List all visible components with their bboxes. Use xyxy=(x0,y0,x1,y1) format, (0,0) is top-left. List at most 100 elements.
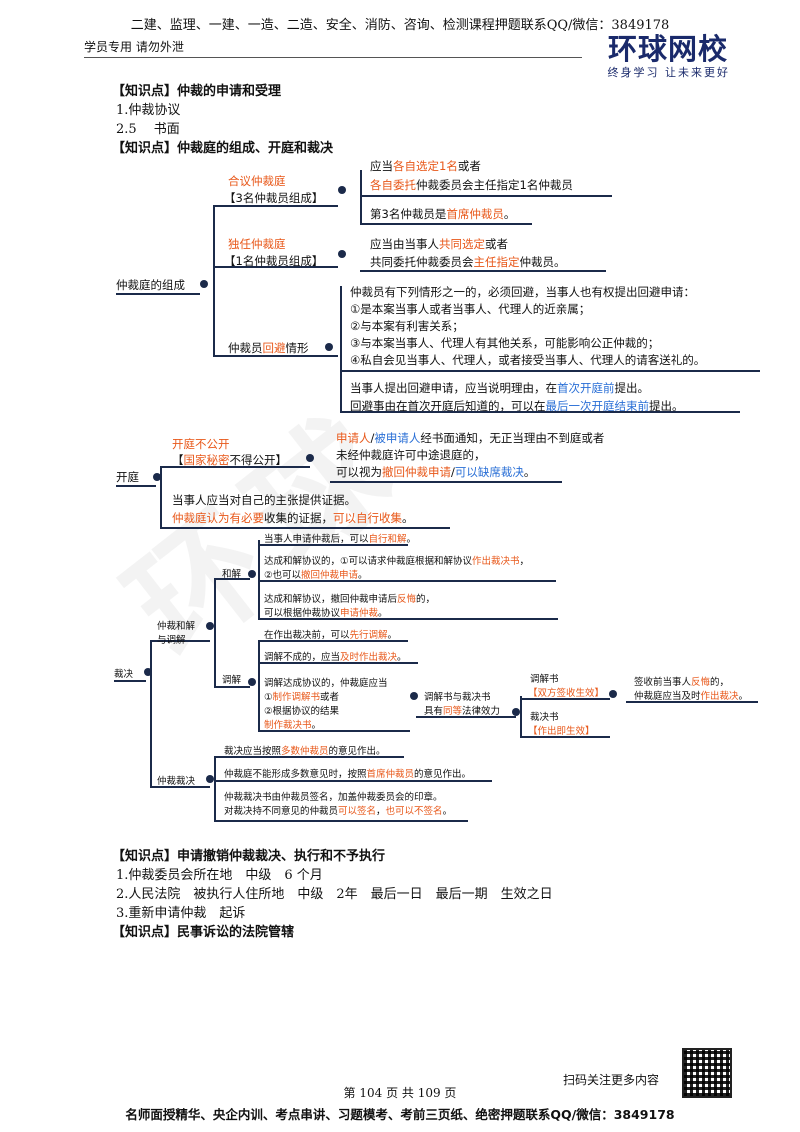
node-dot xyxy=(338,250,346,258)
leaf-text: 可以视为撤回仲裁申请/可以缺席裁决。 xyxy=(336,465,536,479)
leaf-text: 具有同等法律效力 xyxy=(424,706,501,717)
header-note: 学员专用 请勿外泄 xyxy=(84,40,184,54)
connector xyxy=(416,716,516,718)
connector xyxy=(258,544,408,546)
connector xyxy=(214,756,216,822)
connector xyxy=(116,293,200,295)
connector xyxy=(360,270,606,272)
node-dot xyxy=(248,678,256,686)
brand-logo: 环球网校 xyxy=(607,32,728,66)
branch-sublabel: 【3名仲裁员组成】 xyxy=(224,191,324,205)
qr-caption: 扫码关注更多内容 xyxy=(563,1073,660,1087)
connector xyxy=(258,730,410,732)
node-dot xyxy=(206,622,214,630)
section-line: 2.5 书面 xyxy=(116,122,180,137)
connector xyxy=(360,223,532,225)
section-title: 【知识点】申请撤销仲裁裁决、执行和不予执行 xyxy=(112,849,386,864)
branch-label: 仲裁和解 xyxy=(157,621,196,632)
connector xyxy=(214,578,250,580)
node-dot xyxy=(206,775,214,783)
connector xyxy=(150,640,152,788)
leaf-text: ①制作调解书或者 xyxy=(264,692,340,703)
connector xyxy=(214,578,216,688)
brand-slogan: 终身学习 让未来更好 xyxy=(607,66,730,79)
leaf-text: 仲裁庭不能形成多数意见时，按照首席仲裁员的意见作出。 xyxy=(224,769,472,780)
connector xyxy=(258,618,558,620)
leaf-text: 当事人申请仲裁后，可以自行和解。 xyxy=(264,534,417,545)
connector xyxy=(330,481,562,483)
section-title: 【知识点】民事诉讼的法院管辖 xyxy=(112,925,295,940)
leaf-text: 第3名仲裁员是首席仲裁员。 xyxy=(370,207,516,221)
node-dot xyxy=(144,668,152,676)
leaf-text: 共同委托仲裁委员会主任指定仲裁员。 xyxy=(370,255,566,269)
connector xyxy=(214,820,468,822)
connector xyxy=(213,266,338,268)
leaf-text: 达成和解协议，撤回仲裁申请后反悔的， xyxy=(264,594,436,605)
leaf-text: 对裁决持不同意见的仲裁员可以签名，也可以不签名。 xyxy=(224,806,453,817)
leaf-text: 应当由当事人共同选定或者 xyxy=(370,237,508,251)
connector xyxy=(520,736,610,738)
leaf-text: 可以根据仲裁协议申请仲裁。 xyxy=(264,608,388,619)
section-title: 【知识点】仲裁的申请和受理 xyxy=(112,84,282,99)
header-divider xyxy=(84,57,582,58)
leaf-text: 裁决应当按照多数仲裁员的意见作出。 xyxy=(224,746,386,757)
connector xyxy=(340,286,342,411)
leaf-text: ①是本案当事人或者当事人、代理人的近亲属； xyxy=(350,302,591,316)
leaf-text: 调解达成协议的，仲裁庭应当 xyxy=(264,678,388,689)
leaf-text: 当事人提出回避申请，应当说明理由，在首次开庭前提出。 xyxy=(350,381,649,395)
section-line: 1.仲裁协议 xyxy=(116,103,181,118)
branch-label: 仲裁员回避情形 xyxy=(228,341,309,355)
leaf-text: 裁决书 xyxy=(530,712,559,723)
diagram-root: 裁决 xyxy=(114,669,134,680)
leaf-text: 调解书与裁决书 xyxy=(424,692,491,703)
branch-label: 调解 xyxy=(222,675,242,686)
connector xyxy=(258,540,260,618)
leaf-text: 各自委托仲裁委员会主任指定1名仲裁员 xyxy=(370,178,573,192)
leaf-text: 【作出即生效】 xyxy=(528,726,595,737)
leaf-text: 调解不成的，应当及时作出裁决。 xyxy=(264,652,407,663)
leaf-text: 仲裁庭应当及时作出裁决。 xyxy=(634,691,749,702)
connector xyxy=(360,195,612,197)
connector xyxy=(213,355,338,357)
section-line: 3.重新申请仲裁 起诉 xyxy=(116,906,246,921)
node-dot xyxy=(410,692,418,700)
connector xyxy=(520,696,522,736)
leaf-text: 仲裁裁决书由仲裁员签名，加盖仲裁委员会的印章。 xyxy=(224,792,443,803)
connector xyxy=(150,786,210,788)
node-dot xyxy=(338,186,346,194)
connector xyxy=(340,411,740,413)
branch-label: 合议仲裁庭 xyxy=(228,174,286,188)
leaf-text: ③与本案当事人、代理人有其他关系，可能影响公正仲裁的； xyxy=(350,336,660,350)
leaf-text: 仲裁员有下列情形之一的，必须回避，当事人也有权提出回避申请： xyxy=(350,285,695,299)
leaf-text: ②根据协议的结果 xyxy=(264,706,340,717)
connector xyxy=(160,466,310,468)
leaf-text: ④私自会见当事人、代理人，或者接受当事人、代理人的请客送礼的。 xyxy=(350,353,706,367)
diagram-root: 仲裁庭的组成 xyxy=(116,278,185,292)
leaf-text: 未经仲裁庭许可中途退庭的， xyxy=(336,448,486,462)
branch-label: 独任仲裁庭 xyxy=(228,237,286,251)
leaf-text: 达成和解协议的，①可以请求仲裁庭根据和解协议作出裁决书， xyxy=(264,556,530,567)
leaf-text: 应当各自选定1名或者 xyxy=(370,159,481,173)
leaf-text: 【双方签收生效】 xyxy=(528,688,605,699)
leaf-text: 调解书 xyxy=(530,674,559,685)
branch-label: 仲裁裁决 xyxy=(157,776,196,787)
footer-contact: 名师面授精华、央企内训、考点串讲、习题模考、考前三页纸、绝密押题联系QQ/微信：… xyxy=(125,1107,675,1122)
diagram-root: 开庭 xyxy=(116,470,139,484)
connector xyxy=(258,640,408,642)
branch-sublabel: 【国家秘密不得公开】 xyxy=(172,453,287,467)
connector xyxy=(520,698,610,700)
leaf-text: 在作出裁决前，可以先行调解。 xyxy=(264,630,398,641)
leaf-text: 当事人应当对自己的主张提供证据。 xyxy=(172,493,356,507)
connector xyxy=(150,640,210,642)
leaf-text: 回避事由在首次开庭后知道的，可以在最后一次开庭结束前提出。 xyxy=(350,399,684,413)
connector xyxy=(626,701,758,703)
section-line: 2.人民法院 被执行人住所地 中级 2年 最后一日 最后一期 生效之日 xyxy=(116,887,553,902)
branch-label: 与调解 xyxy=(157,635,186,646)
node-dot xyxy=(306,454,314,462)
qr-code-icon xyxy=(682,1048,732,1098)
branch-label: 和解 xyxy=(222,569,242,580)
branch-sublabel: 【1名仲裁员组成】 xyxy=(224,254,324,268)
node-dot xyxy=(200,280,208,288)
connector xyxy=(116,485,156,487)
connector xyxy=(114,680,146,682)
